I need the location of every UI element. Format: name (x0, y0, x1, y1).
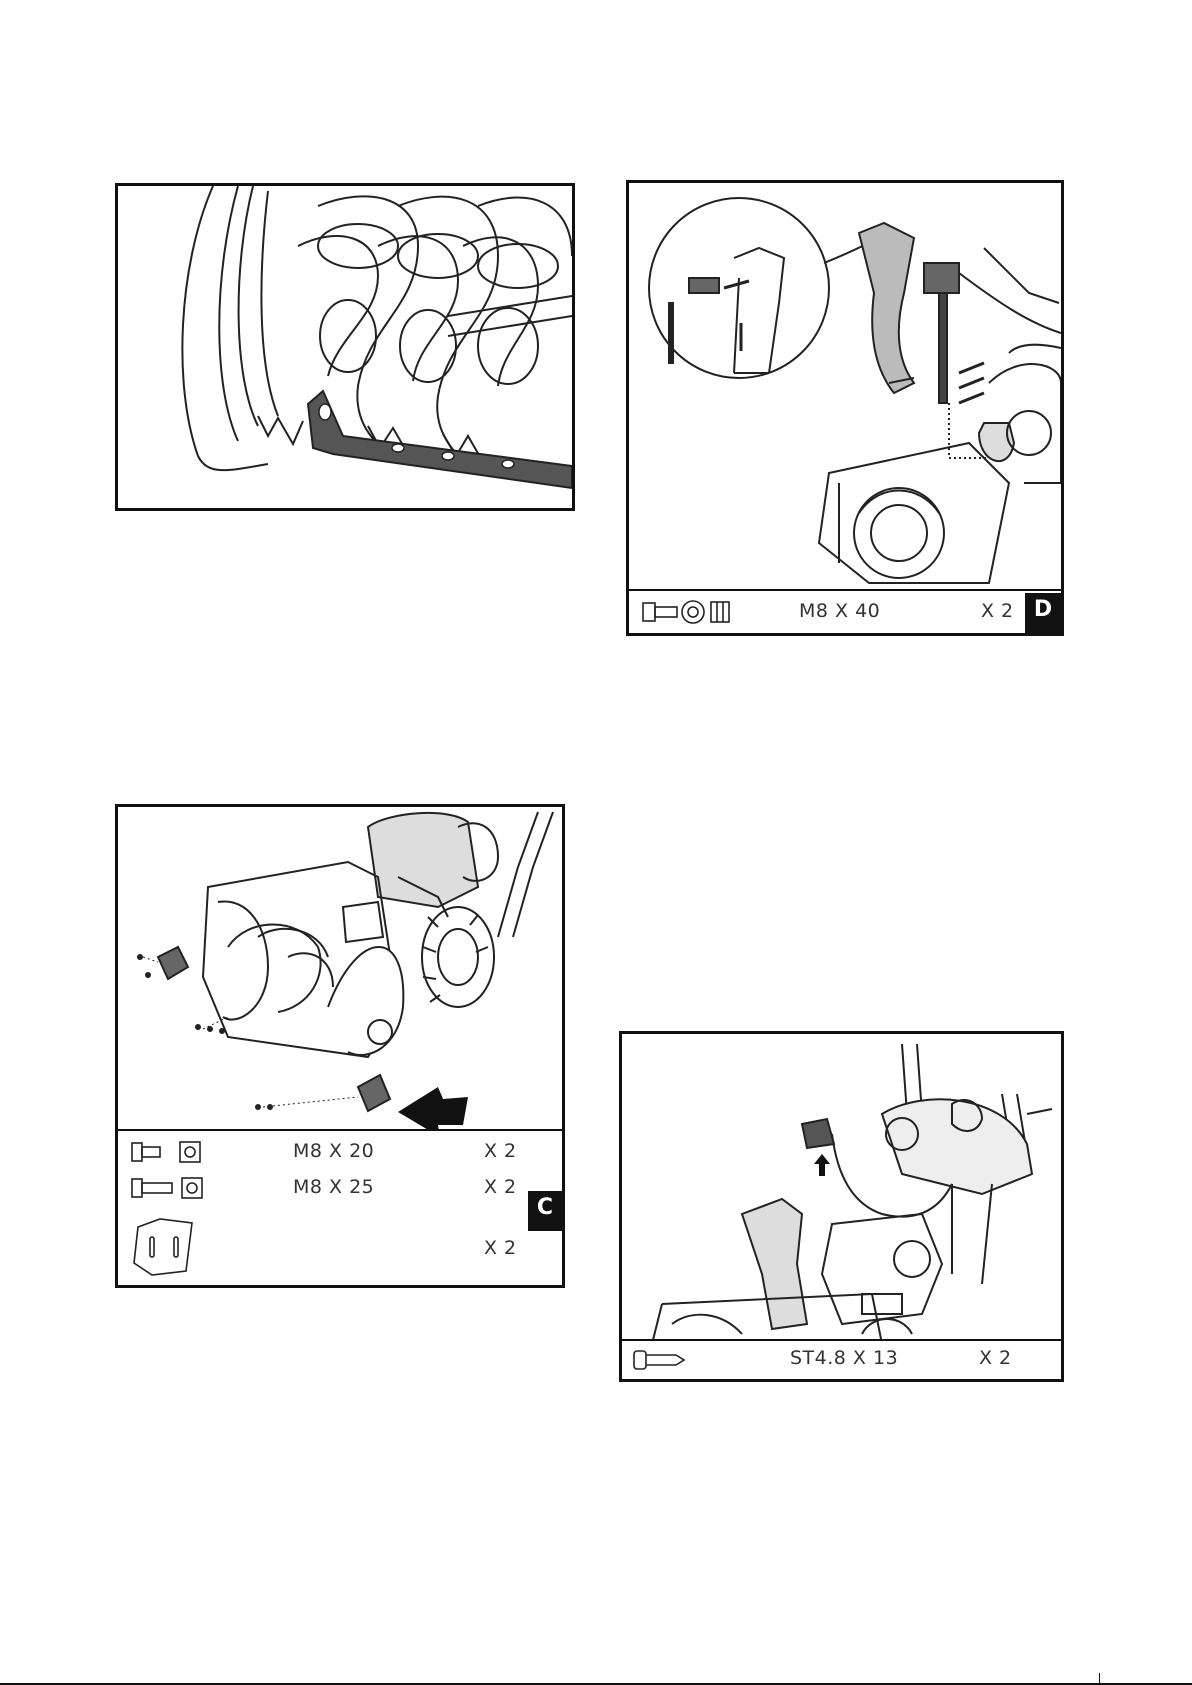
figure-step-d: M8 X 40 X 2 D (626, 180, 1064, 636)
chute-assembly-illustration (629, 183, 1061, 593)
part-spec: M8 X 40 (799, 600, 880, 622)
deflector-part (802, 1119, 834, 1148)
long-bolt-nut-icon (130, 1173, 210, 1203)
parts-row: M8 X 40 X 2 (629, 593, 1061, 631)
bolt-washer-nut-icon (641, 597, 736, 627)
figure-auger-closeup (115, 183, 575, 511)
auger-closeup-illustration (118, 186, 572, 508)
parts-row: M8 X 25 X 2 (118, 1169, 562, 1207)
parts-list-step-d: M8 X 40 X 2 (629, 589, 1061, 633)
part-qty: X 2 (484, 1237, 517, 1259)
parts-row: X 2 (118, 1211, 562, 1281)
part-spec: M8 X 25 (293, 1176, 374, 1198)
part-qty: X 2 (484, 1140, 517, 1162)
up-arrow (814, 1154, 830, 1176)
step-badge: C (528, 1191, 562, 1231)
skid-shoe-illustration (118, 807, 562, 1137)
figure-step-c: M8 X 20 X 2 M8 X 25 X 2 X 2 (115, 804, 565, 1288)
step-badge: D (1025, 593, 1061, 633)
figure-step-e: ST4.8 X 13 X 2 (619, 1031, 1064, 1382)
parts-list-step-e: ST4.8 X 13 X 2 (622, 1339, 1061, 1379)
bolt-nut-icon (130, 1137, 210, 1167)
parts-list-step-c: M8 X 20 X 2 M8 X 25 X 2 X 2 (118, 1129, 562, 1285)
skid-shoe-icon (130, 1213, 200, 1279)
deflector-handle-illustration (622, 1034, 1061, 1344)
page-bottom-mark (1099, 1673, 1100, 1683)
part-qty: X 2 (981, 600, 1014, 622)
part-spec: ST4.8 X 13 (790, 1347, 898, 1369)
part-qty: X 2 (979, 1347, 1012, 1369)
part-spec: M8 X 20 (293, 1140, 374, 1162)
parts-row: M8 X 20 X 2 (118, 1133, 562, 1171)
self-tapping-screw-icon (632, 1345, 702, 1375)
part-qty: X 2 (484, 1176, 517, 1198)
parts-row: ST4.8 X 13 X 2 (622, 1341, 1061, 1379)
